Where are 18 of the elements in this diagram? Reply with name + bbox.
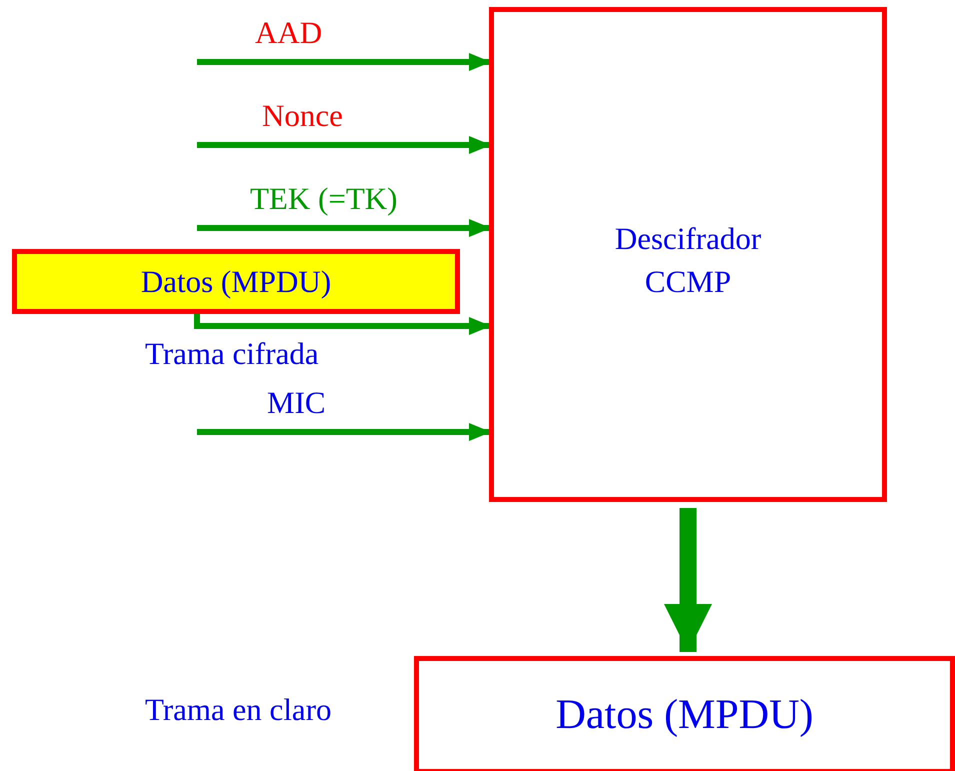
caption-text: Trama en claro — [145, 694, 332, 725]
arrow — [197, 136, 491, 154]
arrow — [197, 423, 491, 441]
edge-label: Nonce — [262, 100, 343, 131]
arrow — [194, 314, 491, 335]
box-text: Datos (MPDU) — [140, 262, 332, 301]
edge-label: MIC — [267, 387, 326, 418]
arrow — [664, 508, 712, 652]
edge-label: TEK (=TK) — [250, 183, 398, 214]
box-text: Datos (MPDU) — [556, 690, 814, 740]
data-box — [414, 656, 955, 771]
note-text: Trama cifrada — [145, 338, 319, 369]
arrow — [197, 219, 491, 237]
data-box — [12, 249, 460, 314]
process-box — [489, 7, 887, 502]
arrow — [197, 53, 491, 71]
edge-label: AAD — [255, 17, 322, 48]
box-text: Descifrador CCMP — [614, 220, 762, 302]
